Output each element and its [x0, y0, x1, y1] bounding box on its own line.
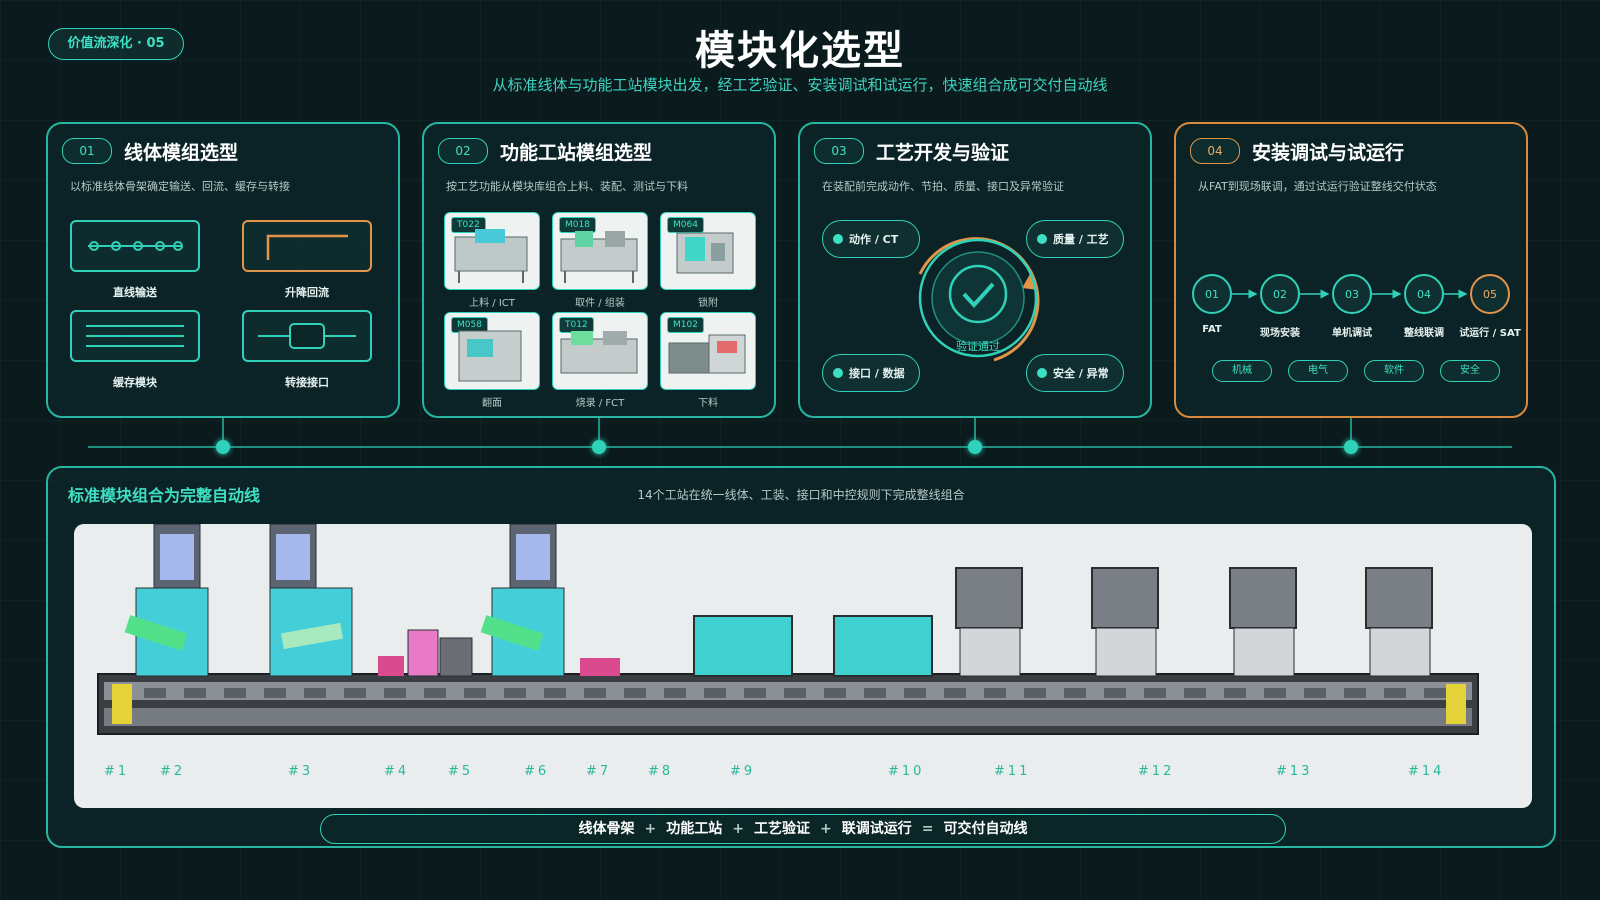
- step-label: 单机调试: [1332, 328, 1372, 339]
- connector-node: [1344, 440, 1358, 454]
- station-label: 上料 / ICT: [469, 298, 515, 309]
- panel-title: 标准模块组合为完整自动线: [68, 486, 261, 505]
- card-description: 从FAT到现场联调，通过试运行验证整线交付状态: [1198, 180, 1437, 193]
- station-label: 下料: [698, 398, 718, 409]
- station-thumbnail: T022: [444, 212, 540, 290]
- step-circle: 02: [1260, 274, 1300, 314]
- page-subtitle: 从标准线体与功能工站模块出发，经工艺验证、安装调试和试运行，快速组合成可交付自动…: [492, 76, 1108, 94]
- station-number: #14: [1408, 764, 1445, 779]
- transfer-interface-icon: [242, 310, 372, 362]
- step-label: 试运行 / SAT: [1459, 328, 1521, 339]
- step-label: 现场安装: [1260, 328, 1300, 339]
- station-thumbnail: M102: [660, 312, 756, 390]
- connector-stem: [598, 418, 600, 444]
- station-number: #8: [648, 764, 674, 779]
- station-number: #9: [730, 764, 756, 779]
- discipline-tag: 机械: [1212, 360, 1272, 382]
- status-dot-icon: [833, 368, 843, 378]
- station-thumbnail: T012: [552, 312, 648, 390]
- module-label: 转接接口: [285, 376, 329, 389]
- assembly-line-panel: 标准模块组合为完整自动线 14个工站在统一线体、工装、接口和中控规则下完成整线组…: [46, 466, 1556, 848]
- card-title: 线体模组选型: [124, 142, 239, 164]
- panel-description: 14个工站在统一线体、工装、接口和中控规则下完成整线组合: [637, 488, 965, 502]
- station-number: #3: [288, 764, 314, 779]
- validation-pill: 动作 / CT: [822, 220, 920, 258]
- station-number: #5: [448, 764, 474, 779]
- module-label: 缓存模块: [113, 376, 157, 389]
- validation-ring-icon: [918, 237, 1040, 362]
- discipline-tag: 安全: [1440, 360, 1500, 382]
- section-badge: 价值流深化 · 05: [48, 28, 184, 60]
- card-description: 按工艺功能从模块库组合上料、装配、测试与下料: [446, 180, 688, 193]
- step-circle: 05: [1470, 274, 1510, 314]
- card-title: 工艺开发与验证: [876, 142, 1010, 164]
- module-label: 升降回流: [285, 286, 329, 299]
- station-thumbnail: M064: [660, 212, 756, 290]
- page-title: 模块化选型: [695, 28, 905, 74]
- status-dot-icon: [833, 234, 843, 244]
- validation-status-label: 验证通过: [956, 340, 1000, 353]
- connector-stem: [974, 418, 976, 444]
- status-dot-icon: [1037, 368, 1047, 378]
- validation-pill: 接口 / 数据: [822, 354, 920, 392]
- assembly-line-illustration: #1 #2 #3 #4 #5 #6 #7 #8 #9 #10 #11 #12 #…: [74, 524, 1532, 808]
- card-line-module-selection: 01 线体模组选型 以标准线体骨架确定输送、回流、缓存与转接 直线输送 升降回流…: [46, 122, 400, 418]
- station-label: 翻面: [482, 398, 502, 409]
- step-arrows-icon: [1232, 289, 1468, 299]
- buffer-module-icon: [70, 310, 200, 362]
- station-number: #10: [888, 764, 925, 779]
- connector-node: [592, 440, 606, 454]
- step-circle: 01: [1192, 274, 1232, 314]
- connector-stem: [222, 418, 224, 444]
- card-number: 03: [814, 138, 864, 164]
- summary-formula: 线体骨架+功能工站+工艺验证+联调试运行=可交付自动线: [320, 814, 1286, 844]
- station-label: 烧录 / FCT: [575, 398, 625, 409]
- station-number: #4: [384, 764, 410, 779]
- station-number: #12: [1138, 764, 1175, 779]
- station-number: #11: [994, 764, 1031, 779]
- station-number: #1: [104, 764, 130, 779]
- connector-node: [216, 440, 230, 454]
- station-number: #6: [524, 764, 550, 779]
- module-label: 直线输送: [113, 286, 157, 299]
- card-description: 在装配前完成动作、节拍、质量、接口及异常验证: [822, 180, 1064, 193]
- station-thumbnail: M058: [444, 312, 540, 390]
- card-description: 以标准线体骨架确定输送、回流、缓存与转接: [70, 180, 290, 193]
- card-station-module-selection: 02 功能工站模组选型 按工艺功能从模块库组合上料、装配、测试与下料 T022 …: [422, 122, 776, 418]
- step-label: 整线联调: [1404, 328, 1444, 339]
- station-number: #7: [586, 764, 612, 779]
- card-number: 01: [62, 138, 112, 164]
- production-line-icon: [97, 524, 1479, 735]
- step-circle: 04: [1404, 274, 1444, 314]
- card-number: 04: [1190, 138, 1240, 164]
- lift-return-icon: [242, 220, 372, 272]
- station-number: #2: [160, 764, 186, 779]
- validation-pill: 安全 / 异常: [1026, 354, 1124, 392]
- connector-stem: [1350, 418, 1352, 444]
- validation-pill: 质量 / 工艺: [1026, 220, 1124, 258]
- connector-node: [968, 440, 982, 454]
- straight-conveyor-icon: [70, 220, 200, 272]
- card-commissioning: 04 安装调试与试运行 从FAT到现场联调，通过试运行验证整线交付状态 01 0…: [1174, 122, 1528, 418]
- station-number: #13: [1276, 764, 1313, 779]
- status-dot-icon: [1037, 234, 1047, 244]
- discipline-tag: 电气: [1288, 360, 1348, 382]
- card-number: 02: [438, 138, 488, 164]
- discipline-tag: 软件: [1364, 360, 1424, 382]
- station-thumbnail: M018: [552, 212, 648, 290]
- step-label: FAT: [1202, 324, 1222, 335]
- step-circle: 03: [1332, 274, 1372, 314]
- card-title: 功能工站模组选型: [500, 142, 653, 164]
- station-label: 锁附: [698, 298, 718, 309]
- connector-line: [88, 446, 1512, 448]
- card-process-validation: 03 工艺开发与验证 在装配前完成动作、节拍、质量、接口及异常验证 验证通过 动…: [798, 122, 1152, 418]
- station-label: 取件 / 组装: [575, 298, 625, 309]
- card-title: 安装调试与试运行: [1252, 142, 1405, 164]
